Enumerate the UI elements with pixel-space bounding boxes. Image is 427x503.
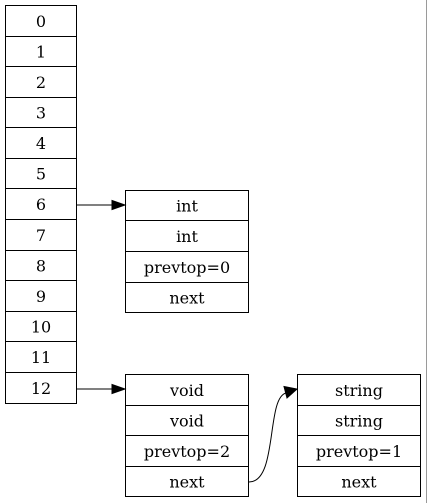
arrow-slot-6-to-record-a [77, 199, 127, 211]
slot-8-label: 8 [36, 257, 46, 276]
slot-1-label: 1 [36, 43, 46, 62]
slot-1: 1 [5, 36, 77, 67]
arrow-next-head [283, 385, 299, 399]
slot-table: 0 1 2 3 4 5 6 7 [5, 5, 77, 404]
slot-7-box [5, 219, 77, 251]
record-a-field-1: int [176, 227, 198, 246]
record-b-field-1: void [169, 412, 204, 431]
slot-0-label: 0 [36, 12, 46, 31]
slot-7: 7 [5, 219, 77, 251]
slot-9-box [5, 280, 77, 312]
arrow-record-b-next-to-record-c [248, 385, 299, 483]
arrow-slot-6-head [111, 199, 127, 211]
slot-7-label: 7 [36, 226, 46, 245]
record-c-field-2-box [297, 435, 421, 467]
slot-11: 11 [5, 341, 77, 373]
slot-6: 6 [5, 188, 77, 220]
record-a-next: next [169, 289, 205, 308]
record-c-field-1: string [335, 412, 383, 431]
slot-12-label: 12 [31, 379, 51, 398]
slot-10-label: 10 [31, 318, 51, 337]
slot-8-box [5, 250, 77, 281]
slot-3-label: 3 [36, 104, 46, 123]
record-b-field-1-box [125, 405, 249, 436]
slot-11-box [5, 341, 77, 373]
slot-4-box [5, 127, 77, 159]
record-b-field-0-box [125, 374, 249, 406]
slot-12-box [5, 372, 77, 404]
slot-1-box [5, 36, 77, 67]
record-b-next: next [169, 473, 205, 492]
record-c: string string prevtop=1 next [297, 374, 421, 497]
arrow-slot-12-head [111, 383, 127, 395]
record-a-field-1-box [125, 220, 249, 252]
record-c-field-0-box [297, 374, 421, 406]
record-a-field-0: int [176, 197, 198, 216]
record-a-next-box [125, 282, 249, 313]
slot-3: 3 [5, 97, 77, 128]
slot-9-label: 9 [36, 287, 46, 306]
slot-10: 10 [5, 311, 77, 342]
slot-5: 5 [5, 158, 77, 189]
record-b-field-0: void [169, 381, 204, 400]
arrow-next-curve [248, 392, 287, 483]
record-b: void void prevtop=2 next [125, 374, 249, 497]
slot-4: 4 [5, 127, 77, 159]
record-a: int int prevtop=0 next [125, 190, 249, 313]
slot-9: 9 [5, 280, 77, 312]
slot-4-label: 4 [36, 134, 46, 153]
slot-5-box [5, 158, 77, 189]
record-b-next-box [125, 466, 249, 497]
record-c-next-box [297, 466, 421, 497]
slot-6-box [5, 188, 77, 220]
record-c-field-2: prevtop=1 [316, 442, 402, 461]
record-a-field-0-box [125, 190, 249, 221]
slot-12: 12 [5, 372, 77, 404]
record-c-field-0: string [335, 381, 383, 400]
slot-11-label: 11 [31, 348, 51, 367]
slot-0: 0 [5, 5, 77, 37]
slot-2-label: 2 [36, 73, 46, 92]
slot-2: 2 [5, 66, 77, 98]
slot-8: 8 [5, 250, 77, 281]
record-b-field-2: prevtop=2 [144, 442, 230, 461]
slot-5-label: 5 [36, 165, 46, 184]
slot-10-box [5, 311, 77, 342]
arrow-slot-12-to-record-b [77, 383, 127, 395]
record-c-next: next [341, 473, 377, 492]
record-a-field-2: prevtop=0 [144, 258, 230, 277]
slot-6-label: 6 [36, 195, 46, 214]
